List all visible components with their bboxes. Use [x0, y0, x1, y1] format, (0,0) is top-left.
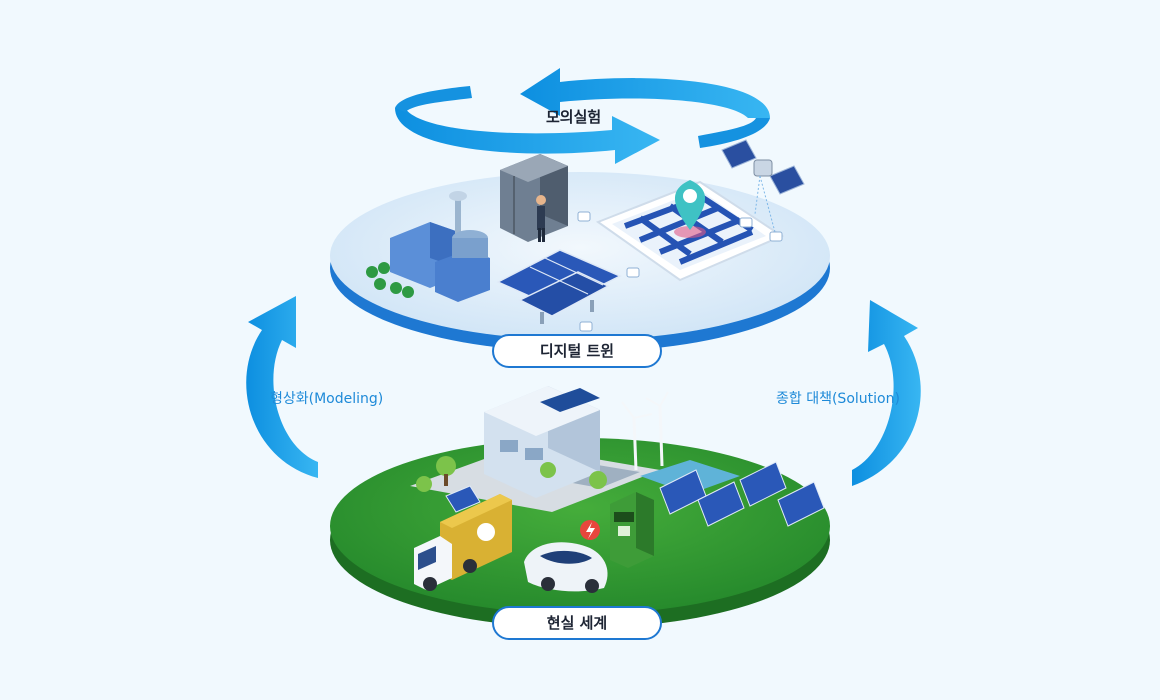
smart-house-icon [484, 386, 600, 498]
ground-trees-icon [416, 456, 607, 492]
modeling-arrow [246, 296, 318, 478]
solution-label: 종합 대책(Solution) [776, 391, 900, 407]
simulation-label: 모의실험 [546, 108, 602, 126]
electric-car-icon [524, 542, 608, 593]
real-world-label: 현실 세계 [492, 606, 662, 640]
charging-station-icon [610, 492, 654, 568]
location-pin-icon [674, 180, 706, 238]
sensor-nodes-icon [577, 211, 783, 332]
modeling-label: 형상화(Modeling) [270, 391, 384, 407]
trees-icon [366, 262, 414, 298]
operator-person-icon [536, 195, 546, 242]
satellite-icon [721, 139, 805, 237]
solution-arrow [852, 300, 921, 486]
solar-panels-icon [496, 249, 622, 324]
ground-solar-panels-icon [445, 461, 825, 527]
wind-turbine-icon [621, 391, 669, 471]
digital-twin-label: 디지털 트윈 [492, 334, 662, 368]
server-rack-icon [500, 154, 568, 242]
charging-bolt-icon [580, 520, 600, 540]
delivery-truck-icon [414, 494, 512, 591]
simulation-loop-arrow [395, 68, 770, 164]
city-buildings-icon [390, 191, 490, 302]
